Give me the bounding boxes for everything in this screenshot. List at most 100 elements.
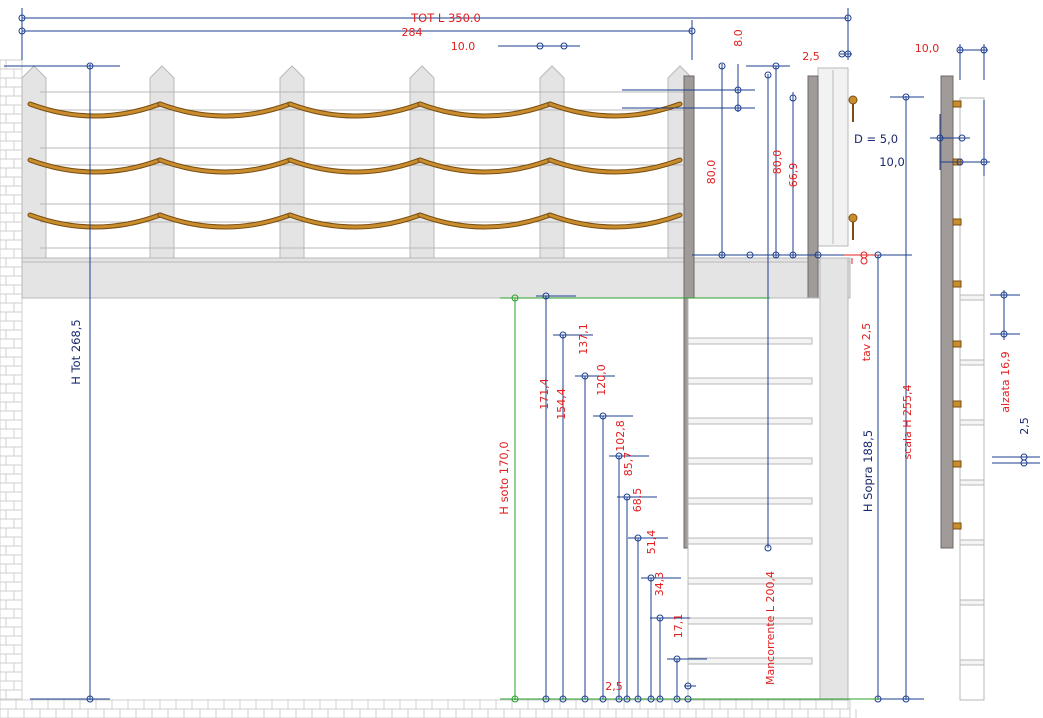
- rope-swag: [548, 158, 682, 174]
- rope-swag: [288, 102, 422, 118]
- dimension-node: [718, 62, 726, 70]
- depth-10-label: 10,0: [879, 155, 905, 169]
- side-view-bracket: [952, 100, 962, 108]
- rope-swag: [28, 158, 162, 174]
- ladder-rung: [687, 577, 813, 585]
- dimension-node: [673, 655, 681, 663]
- rope-swag: [548, 213, 682, 229]
- step-height-label: 34,3: [653, 572, 666, 597]
- ladder-assembly: [683, 75, 858, 701]
- rope-swag: [418, 158, 552, 174]
- length-10-label: 10.0: [451, 40, 476, 53]
- dimension-node: [844, 50, 852, 58]
- step-height-label: 102,8: [614, 420, 627, 452]
- side-view-rung: [959, 539, 985, 546]
- dimension-node: [559, 331, 567, 339]
- dimension-node: [511, 294, 519, 302]
- total-length-label: TOT L 350.0: [410, 11, 481, 25]
- fence-pickets: [21, 65, 849, 259]
- side-view-bracket: [952, 400, 962, 408]
- side-view-bracket: [952, 218, 962, 226]
- rope-swag: [288, 158, 422, 174]
- dimension-node: [599, 695, 607, 703]
- rope-swag: [548, 102, 682, 118]
- side-view-bracket: [952, 460, 962, 468]
- platform-slab: [21, 257, 851, 299]
- dimension-node: [615, 452, 623, 460]
- dimension-node: [615, 695, 623, 703]
- side-view-rung: [959, 659, 985, 666]
- step-height-label: 85,7: [622, 452, 635, 477]
- side-view-rail: [959, 97, 985, 701]
- dimension-node: [647, 574, 655, 582]
- ladder-rung: [687, 417, 813, 425]
- side-view-bracket: [952, 280, 962, 288]
- dimension-node: [684, 682, 692, 690]
- dimension-node: [684, 695, 692, 703]
- step-height-label: 17,1: [672, 614, 685, 639]
- dimension-node: [634, 534, 642, 542]
- riser-label: alzata 16,9: [999, 351, 1012, 412]
- support-column: [819, 257, 849, 701]
- board-thickness-label: tav 2,5: [860, 323, 873, 362]
- side-view-rung: [959, 294, 985, 301]
- rope-swag: [158, 102, 292, 118]
- platform-structure: [21, 257, 851, 701]
- side-view-bracket: [952, 522, 962, 530]
- ladder-rung: [687, 337, 813, 345]
- side-view-rung: [959, 419, 985, 426]
- dimension-node: [647, 695, 655, 703]
- dimension-node: [542, 292, 550, 300]
- rope-swag: [288, 213, 422, 229]
- dimension-lines: [4, 8, 1040, 703]
- height-80-b-label: 80,0: [771, 150, 784, 175]
- rope-swag: [158, 158, 292, 174]
- dimension-node: [789, 94, 797, 102]
- rope-swags: [27, 101, 683, 230]
- diameter-5-label: D = 5,0: [854, 132, 898, 146]
- dimension-node: [536, 42, 544, 50]
- dimension-node: [542, 695, 550, 703]
- rope-swag: [28, 213, 162, 229]
- dimension-node: [599, 412, 607, 420]
- ladder-rung: [687, 617, 813, 625]
- dimension-node: [634, 695, 642, 703]
- dimension-node: [581, 372, 589, 380]
- hook-ring: [848, 95, 858, 105]
- handrail-length-label: Mancorrente L 200,4: [764, 571, 777, 685]
- total-height-label: H Tot 268,5: [69, 319, 83, 385]
- step-height-label: 120,0: [595, 364, 608, 396]
- dimension-node: [956, 158, 964, 166]
- ladder-rung: [687, 457, 813, 465]
- height-66-9-label: 66,9: [787, 163, 800, 188]
- dimension-node: [764, 71, 772, 79]
- length-284-label: 284: [402, 26, 423, 39]
- rope-swag: [418, 213, 552, 229]
- dimension-node: [623, 695, 631, 703]
- ladder-rung: [687, 537, 813, 545]
- step-height-label: 51,4: [645, 530, 658, 555]
- side-view-rung: [959, 479, 985, 486]
- side-view-rung: [959, 599, 985, 606]
- height-80-a-label: 80,0: [705, 160, 718, 185]
- dimension-node: [656, 695, 664, 703]
- step-height-label: 68,5: [631, 488, 644, 513]
- dimension-node: [560, 42, 568, 50]
- brick-walls: [0, 59, 857, 718]
- rope-swag: [418, 102, 552, 118]
- ladder-height-label: scala H 255,4: [901, 384, 914, 459]
- dimension-node: [1020, 459, 1028, 467]
- rope-swag: [28, 102, 162, 118]
- dimension-node: [656, 614, 664, 622]
- ladder-rung: [687, 377, 813, 385]
- lower-height-label: H soto 170,0: [497, 441, 511, 514]
- ladder-rung: [687, 497, 813, 505]
- ladder-side-view: [940, 75, 985, 701]
- ladder-rung: [687, 657, 813, 665]
- dimension-node: [764, 544, 772, 552]
- side-2-5-label: 2,5: [1018, 417, 1031, 435]
- step-height-label: 171,4: [538, 378, 551, 410]
- upper-height-label: H Sopra 188,5: [861, 430, 875, 512]
- top-2-5-label: 2,5: [802, 50, 820, 63]
- dimension-node: [874, 251, 882, 259]
